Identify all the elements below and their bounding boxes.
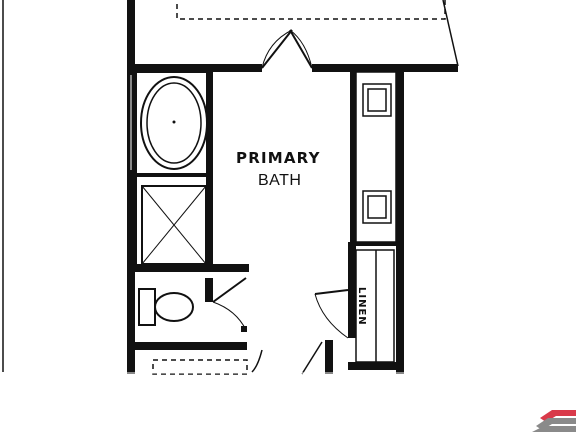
bottom-wall-left: [127, 342, 247, 350]
linen-wall-left: [348, 242, 356, 338]
left-wall-bath: [127, 64, 135, 374]
toilet-room-wall: [205, 278, 213, 302]
bottom-door-leaf: [301, 341, 323, 375]
top-wall-right: [312, 64, 458, 72]
room-title: PRIMARY: [236, 149, 321, 167]
linen-wall-bottom: [348, 362, 396, 370]
door-leaf-left: [261, 29, 293, 69]
linen-door-leaf: [314, 289, 349, 295]
door-leaf-right: [289, 29, 313, 69]
tub-icon: [135, 71, 213, 175]
top-right-thin-line: [442, 0, 459, 67]
shower-icon: [135, 175, 213, 271]
toilet-door-leaf: [212, 277, 247, 303]
dashed-cabinet-bottom: [152, 359, 248, 375]
bottom-door-arc: [251, 349, 263, 373]
wall-below-shower: [127, 264, 249, 272]
linen-closet-label: LINEN: [356, 287, 367, 326]
room-subtitle: BATH: [258, 172, 302, 189]
dashed-cabinet-top: [176, 0, 446, 20]
door-swing-arc-left: [261, 29, 293, 69]
door-swing-arc-right: [289, 29, 313, 69]
sink-icon: [362, 83, 392, 117]
toilet-icon: [138, 288, 194, 326]
vanity: [350, 71, 397, 243]
left-wall-upper: [127, 0, 135, 72]
toilet-door-jamb: [241, 326, 247, 332]
toilet-door-arc: [212, 301, 247, 331]
right-wall: [396, 64, 404, 374]
top-wall-left: [127, 64, 262, 72]
brand-logo-icon: [532, 410, 576, 432]
bottom-center-wall: [325, 340, 333, 374]
linen-door-arc: [314, 293, 349, 339]
linen-wall-top: [356, 242, 396, 246]
sink-icon: [362, 190, 392, 224]
